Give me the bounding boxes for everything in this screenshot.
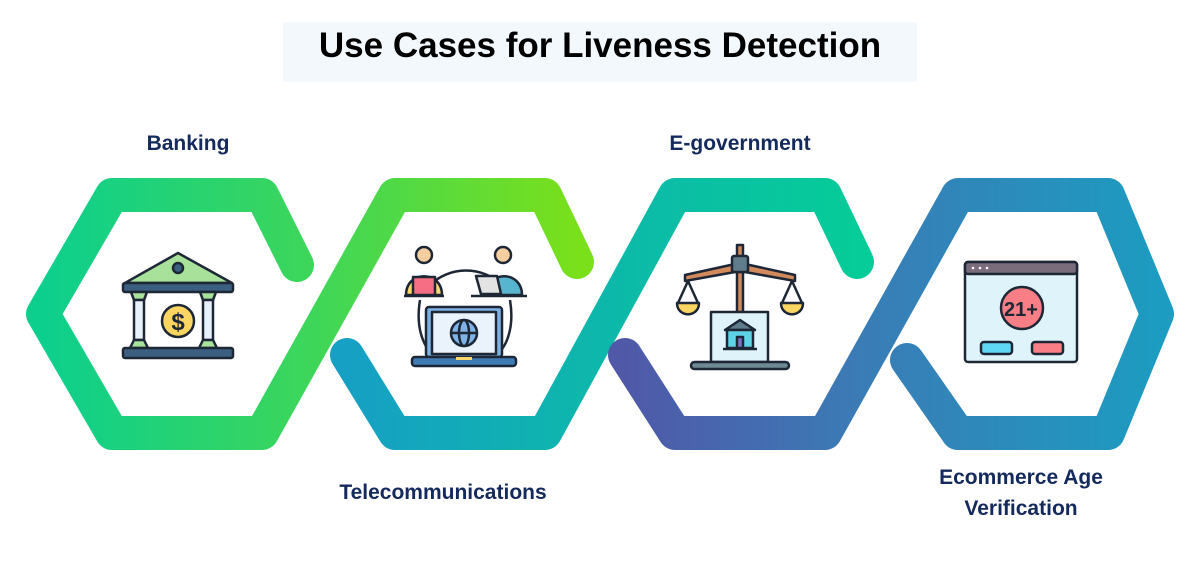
justice-scale-icon: [675, 243, 805, 371]
label-line-1: Ecommerce Age: [939, 466, 1103, 489]
svg-text:21+: 21+: [1004, 299, 1038, 321]
title-background: [283, 22, 917, 82]
bank-icon: $: [121, 251, 235, 360]
use-case-label-ecommerce-age-verification: Ecommerce Age Verification: [891, 462, 1151, 524]
use-case-label-e-government: E-government: [669, 132, 811, 155]
hexagon-segment-green: [26, 178, 594, 450]
hexagon-segment-teal: [330, 178, 874, 450]
age-21-plus-icon: 21+: [963, 260, 1079, 364]
hexagon-segment-blue: [608, 178, 1174, 450]
page-title: Use Cases for Liveness Detection: [318, 26, 882, 65]
label-line-2: Verification: [964, 497, 1078, 520]
use-case-label-telecommunications: Telecommunications: [339, 481, 547, 504]
use-case-label-banking: Banking: [146, 132, 230, 155]
svg-text:$: $: [171, 309, 185, 336]
telecom-laptop-icon: [404, 245, 527, 368]
